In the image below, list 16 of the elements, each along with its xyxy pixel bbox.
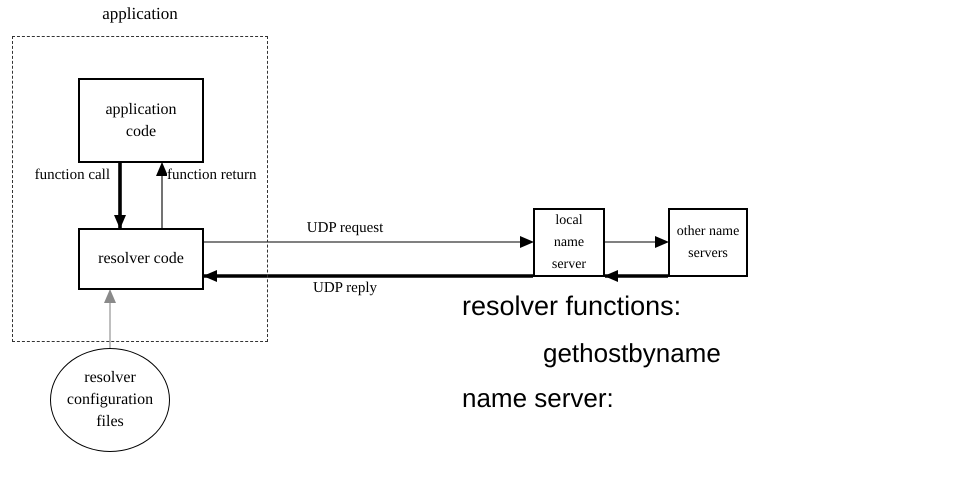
arrow — [114, 163, 126, 229]
note-text: resolver functions: — [462, 293, 682, 320]
process-box: application code — [78, 78, 204, 163]
process-box: local name server — [533, 208, 605, 277]
group-heading: application — [101, 3, 179, 25]
arrow — [203, 270, 533, 282]
process-box: resolver code — [78, 228, 204, 290]
arrow — [605, 236, 669, 248]
note-text: name server: — [462, 385, 614, 411]
arrow — [156, 162, 168, 228]
note-text: gethostbyname — [543, 340, 721, 366]
arrow — [104, 289, 116, 348]
arrow — [604, 270, 668, 282]
ellipse-node: resolver configuration files — [50, 348, 170, 452]
process-box: other name servers — [668, 208, 748, 277]
arrow — [204, 236, 534, 248]
